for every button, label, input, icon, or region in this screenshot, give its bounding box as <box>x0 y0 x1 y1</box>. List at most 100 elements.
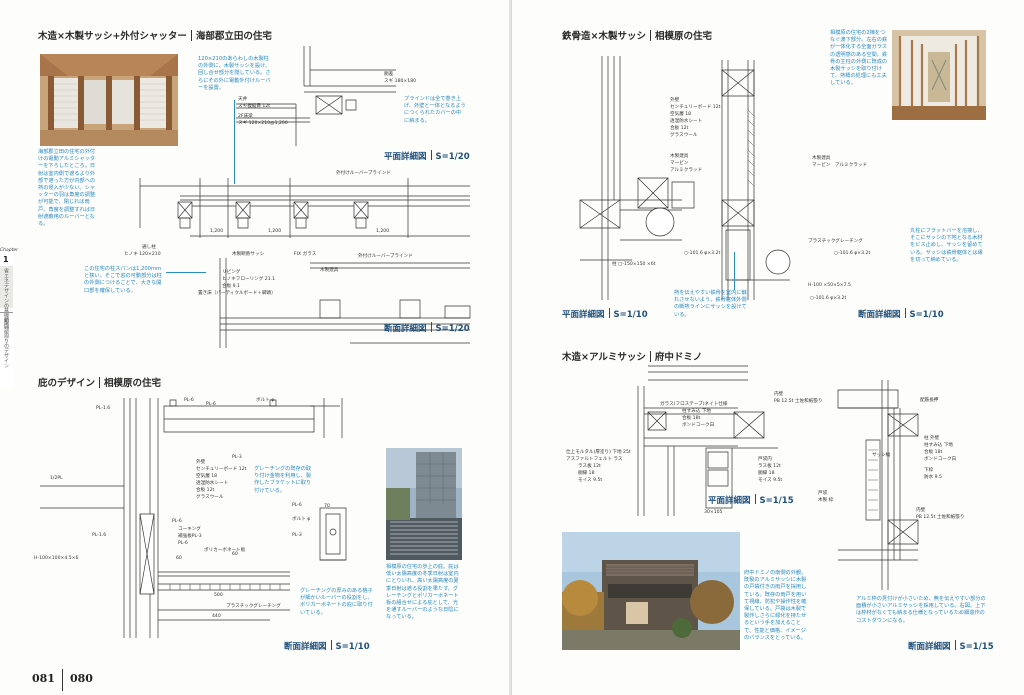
label-wood-fittings: 木製建具 <box>670 154 689 159</box>
label-furring-b: 胴縁 18 <box>758 471 775 476</box>
label-furring: 胴縁 18 <box>578 471 595 476</box>
label-pl-6-b: PL-6 <box>206 402 216 407</box>
note-fuchu-photo: 府中ドミノの南側の外観。既製のアルミサッシに木製の戸袋付きの雨戸を採用している。… <box>744 570 807 641</box>
title-divider <box>649 30 651 41</box>
label-bolt: ボルト φ <box>256 398 275 403</box>
steel-plan-detail-drawing <box>572 50 792 300</box>
label-bond-caulk-b: ボンドコーク白 <box>924 457 957 462</box>
label-pb-washi-b: PB 12.5t 土佐和紙張り <box>916 515 965 520</box>
label-century-board: センチュリーボード 12t <box>196 467 247 472</box>
label-fix-glass: FIX ガラス <box>294 252 317 257</box>
section-title-sub: 海部郡立田の住宅 <box>195 31 272 42</box>
chapter-tab-divider <box>0 312 13 313</box>
chapter-side-tab: Chapter 1 省エネデザインの基礎知識 開口部周りのデザイン <box>0 248 18 388</box>
caption-scale: S=1/20 <box>435 152 470 162</box>
label-lath-board: ラス板 12t <box>578 464 601 469</box>
label-plywood-18-b: 合板 18t <box>924 450 943 455</box>
section-title-sub: 府中ドミノ <box>654 352 703 363</box>
caption-text: 断面詳細図 <box>908 642 951 652</box>
label-pl-3: PL-3 <box>232 455 242 460</box>
caption-scale: S=1/15 <box>959 642 994 652</box>
label-pb-washi: PB 12.5t 土佐和紙張り <box>774 399 823 404</box>
label-pipe-1: ○-101.6 φ×3.2t <box>684 251 721 256</box>
label-wood-fittings-b: 木製建具 <box>812 156 831 161</box>
label-dim-70: 70 <box>324 504 330 509</box>
section-title-tatsuta: 木造×木製サッシ+外付シャッター海部郡立田の住宅 <box>38 28 272 42</box>
label-raised-floor: 置き床（パーティクルボード＋脚頭） <box>198 291 276 296</box>
label-plywood: 合板 9.1 <box>222 284 240 289</box>
label-exterior-wall: 外壁 <box>670 98 680 103</box>
label-caulking: コーキング <box>178 527 201 532</box>
label-interior-wall: 内壁 <box>774 392 784 397</box>
note-eaves-photo: 相模原の住宅の歩上の庇。庇は低い太陽高度の冬季日射は室内にとりいれ、高い太陽高度… <box>386 564 459 621</box>
label-column-wall: 柱 外壁 <box>924 436 940 441</box>
label-mortar-finish: 仕上モルタル(厚塗り) 下地 25t <box>566 450 631 455</box>
section-title-sagamihara-steel: 鉄骨造×木製サッシ相模原の住宅 <box>562 28 712 42</box>
label-glass-wool: グラスウール <box>670 133 698 138</box>
title-divider <box>649 351 651 362</box>
label-plywood-18: 合板 18t <box>682 416 701 421</box>
label-lath-board-b: ラス板 12t <box>758 464 781 469</box>
chapter-tab-active <box>0 266 13 308</box>
note-leader-line <box>734 252 735 290</box>
label-asphalt-felt: アスファルトフェルト ラス <box>566 457 623 462</box>
figure-caption-section-1-15: 断面詳細図 S=1/15 <box>908 640 994 652</box>
note-blind-cover: ブラインドは全て巻き上げ、外壁と一体となるようにつくられたカバーの中に納まる。 <box>404 96 466 124</box>
caption-scale: S=1/20 <box>435 324 470 334</box>
label-hinoki-flooring: ヒノキフローリング 21.1 <box>222 277 276 282</box>
label-louver-blind: 外付けルーバーブラインド <box>336 171 391 176</box>
label-moiss: モイス 9.5t <box>578 478 603 483</box>
label-interior-wall-b: 内壁 <box>916 508 926 513</box>
label-pl-6-d: PL-6 <box>178 541 188 546</box>
label-h-beam: H-100 ×50×5×7.5 <box>808 283 851 288</box>
label-marvin: マービン <box>670 161 689 166</box>
caption-divider <box>954 640 956 650</box>
label-column: 柱 □-150×150 ×6t <box>612 262 656 267</box>
label-dim-440: 440 <box>212 614 221 619</box>
label-pl-1-6: PL-1.6 <box>96 406 111 411</box>
label-exterior-wall: 外壁 <box>196 460 206 465</box>
label-glass-spec: ガラス(フロステーブ)ネイト仕様 <box>660 402 728 407</box>
label-louver-blind-2: 外付けルーバーブラインド <box>358 254 413 259</box>
note-grating-louver: グレーチングの厚みのある格子が細かいルーバーの役割をし、ポリカーボネートの庇に取… <box>300 588 373 616</box>
chapter-word: Chapter <box>0 248 18 253</box>
label-plastic-grating: プラスチックグレーチング <box>226 604 281 609</box>
note-column-span: この住宅の柱スパンは1,200mmと狭い。そこで窓の可動部分は柱の外側につけるこ… <box>84 266 162 294</box>
chapter-tab-label-1: 省エネデザインの基礎知識 <box>3 268 9 328</box>
note-corridor-photo: 相模原の住宅の2棟をつなぐ渡下部分。左右の鉄が一体化する全面ガラスの透明感のある… <box>830 30 888 87</box>
chapter-tab-label-2: 開口部周りのデザイン <box>3 318 9 368</box>
label-shutter-box-b: 戸袋 <box>818 491 828 496</box>
plan-detail-drawing-top <box>236 46 396 146</box>
label-bond-caulk: ボンドコーク白 <box>682 423 715 428</box>
label-plywood-12: 合板 12t <box>196 488 215 493</box>
note-steel-thermal: 熱を伝えやすい鉄骨を室内に触れさせないよう、鉄骨躯体外側の断熱ラインにサッシを設… <box>674 290 747 318</box>
label-century-board: センチュリーボード 12t <box>670 105 721 110</box>
interior-photo-wood-shutters <box>40 54 178 146</box>
label-pl-3-b: PL-3 <box>292 533 302 538</box>
label-pl-6-c: PL-6 <box>172 519 182 524</box>
label-sugi-180: スギ 180×180 <box>384 79 417 84</box>
title-divider <box>99 377 101 388</box>
caption-divider <box>904 308 906 318</box>
label-sugi-beam: スギ 120×210@1,200 <box>238 121 288 126</box>
caption-scale: S=1/15 <box>759 496 794 506</box>
label-shutter-box: 戸袋内 <box>758 457 772 462</box>
title-divider <box>190 30 192 41</box>
label-bolt-b: ボルト φ <box>292 517 311 522</box>
label-plastic-grating: プラスチックグレーチング <box>808 239 863 244</box>
label-tenjo: 天井 <box>238 97 248 102</box>
note-leader-line <box>166 272 206 273</box>
label-hinoki: ヒノキ 120×210 <box>124 252 161 257</box>
section-title-main: 木造×アルミサッシ <box>562 352 646 363</box>
label-base-column-b: 柱すみ込 下地 <box>924 443 954 448</box>
label-air-layer: 空気層 18 <box>670 112 692 117</box>
section-title-main: 鉄骨造×木製サッシ <box>562 31 646 42</box>
label-glass-wool: グラスウール <box>196 495 224 500</box>
label-30x105: 30×105 <box>704 510 723 515</box>
label-half-pl: 1/2PL <box>50 476 63 481</box>
section-title-sub: 相模原の住宅 <box>104 378 162 389</box>
label-wood-frame: 木製 枠 <box>818 498 834 503</box>
